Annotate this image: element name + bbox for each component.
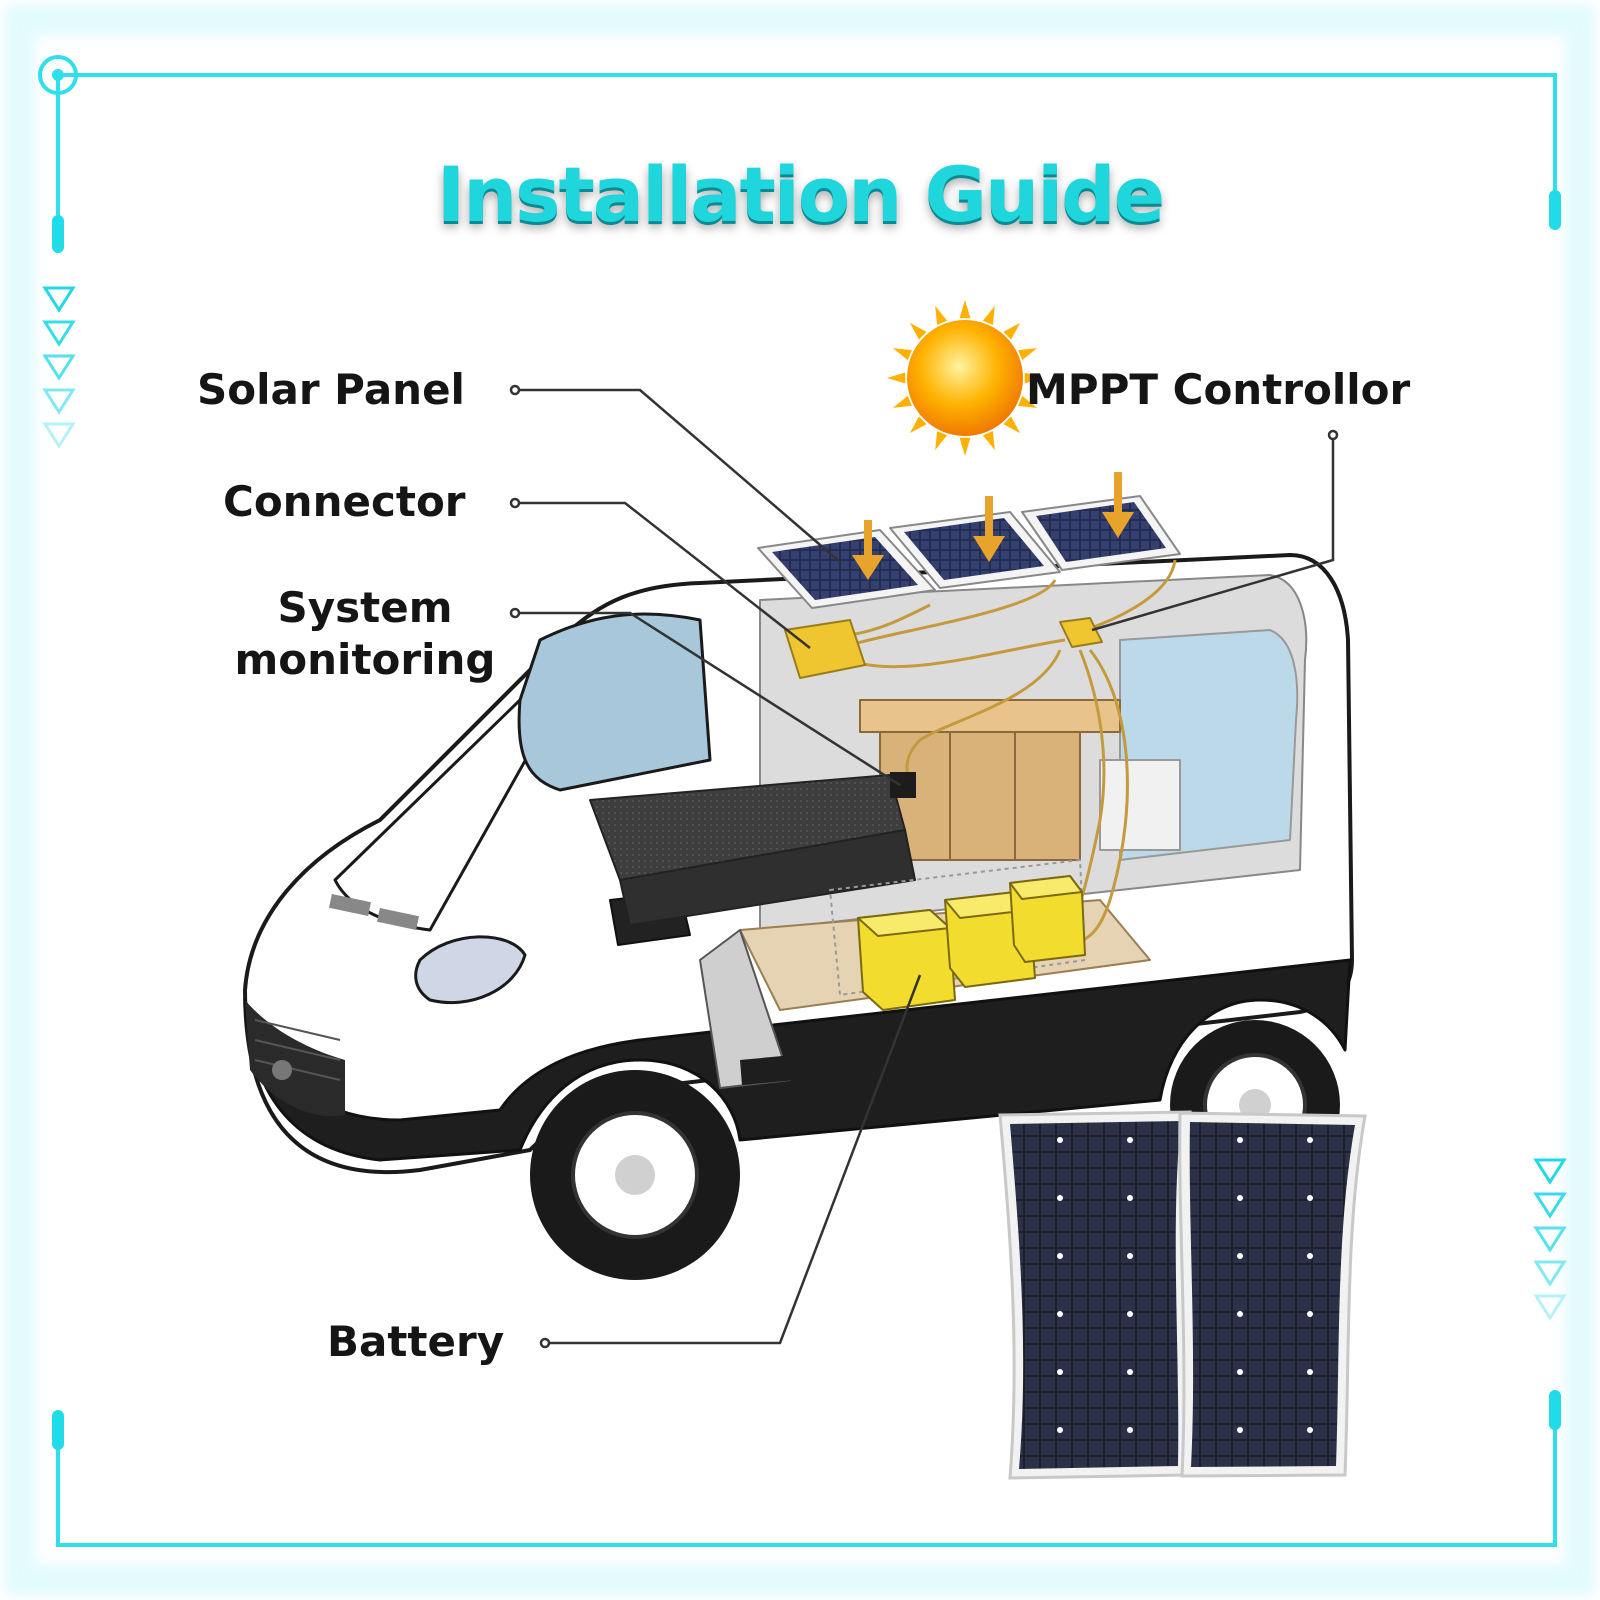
panel-dot xyxy=(1057,1137,1063,1143)
triangle-marker-icon xyxy=(42,388,76,415)
sun-ray xyxy=(959,300,971,319)
panel-dot xyxy=(1237,1369,1243,1375)
panel-dot xyxy=(1307,1253,1313,1259)
triangle-marker-icon xyxy=(42,320,76,347)
sun-ray xyxy=(909,416,927,434)
decorative-frame xyxy=(5,5,1595,1595)
label-solar-panel: Solar Panel xyxy=(197,365,465,414)
sun-ray xyxy=(887,372,906,384)
panel-dot xyxy=(1237,1195,1243,1201)
panel-dot xyxy=(1057,1195,1063,1201)
page-title: Installation Guide xyxy=(436,150,1165,239)
sun-ray xyxy=(1003,416,1021,434)
label-mppt-controller: MPPT Controllor xyxy=(1026,365,1411,414)
sun-ray xyxy=(1024,372,1043,384)
flexible-solar-panel xyxy=(998,1110,1192,1480)
sun-ray xyxy=(935,305,948,325)
sun-ray xyxy=(909,322,927,340)
triangle-marker-icon xyxy=(1533,1158,1567,1185)
sun-ray xyxy=(1003,322,1021,340)
roof-solar-panel xyxy=(889,511,1061,589)
triangle-marker-icon xyxy=(42,354,76,381)
down-arrow-icon xyxy=(1102,472,1134,538)
sun-ray xyxy=(1018,348,1038,361)
sun-ray xyxy=(1018,395,1038,408)
panel-dot xyxy=(1057,1311,1063,1317)
panel-dot xyxy=(1057,1369,1063,1375)
label-connector: Connector xyxy=(223,477,466,526)
panel-dot xyxy=(1127,1137,1133,1143)
panel-dot xyxy=(1307,1137,1313,1143)
van-illustration xyxy=(243,472,1354,1280)
sun-ray xyxy=(892,348,912,361)
panel-dot xyxy=(1057,1427,1063,1433)
triangle-marker-icon xyxy=(1533,1192,1567,1219)
panel-dot xyxy=(1307,1427,1313,1433)
roof-solar-panel xyxy=(1021,495,1181,571)
panel-dot xyxy=(1237,1311,1243,1317)
label-battery: Battery xyxy=(327,1317,505,1366)
panel-dot xyxy=(1237,1427,1243,1433)
down-arrow-icon xyxy=(973,496,1005,562)
mppt-controller-box xyxy=(1059,617,1103,648)
down-arrow-icon xyxy=(852,520,884,580)
panel-dot xyxy=(1307,1369,1313,1375)
system-monitor-device xyxy=(890,772,916,798)
sun-icon xyxy=(887,300,1043,456)
connector-box xyxy=(784,619,866,679)
triangle-marker-icon xyxy=(1533,1226,1567,1253)
panel-dot xyxy=(1307,1311,1313,1317)
triangle-marker-icon xyxy=(42,422,76,449)
flexible-solar-panel xyxy=(1178,1111,1367,1478)
sun-ray xyxy=(935,431,948,451)
triangle-markers-right xyxy=(1533,1158,1567,1321)
panel-dot xyxy=(1127,1195,1133,1201)
leader-lines xyxy=(509,384,1339,1349)
frame-corner-ring-icon xyxy=(38,55,78,95)
panel-dot xyxy=(1057,1253,1063,1259)
roof-solar-panel xyxy=(757,529,936,609)
front-wheel xyxy=(530,1070,740,1280)
panel-busbar-dots xyxy=(1057,1137,1313,1433)
battery-bank xyxy=(857,875,1086,1011)
panel-dot xyxy=(1127,1427,1133,1433)
panel-dot xyxy=(1307,1195,1313,1201)
label-system-monitoring-line1: System xyxy=(277,583,453,632)
triangle-markers-left xyxy=(42,286,76,449)
sun-ray xyxy=(959,437,971,456)
panel-dot xyxy=(1127,1253,1133,1259)
sun-ray xyxy=(982,305,995,325)
label-system-monitoring-line2: monitoring xyxy=(234,635,496,684)
panel-dot xyxy=(1127,1369,1133,1375)
sun-ray xyxy=(892,395,912,408)
triangle-marker-icon xyxy=(1533,1260,1567,1287)
panel-dot xyxy=(1237,1137,1243,1143)
triangle-marker-icon xyxy=(42,286,76,313)
panel-dot xyxy=(1127,1311,1133,1317)
panel-dot xyxy=(1237,1253,1243,1259)
sun-ray xyxy=(982,431,995,451)
triangle-marker-icon xyxy=(1533,1294,1567,1321)
label-system-monitoring: System monitoring xyxy=(215,582,515,686)
